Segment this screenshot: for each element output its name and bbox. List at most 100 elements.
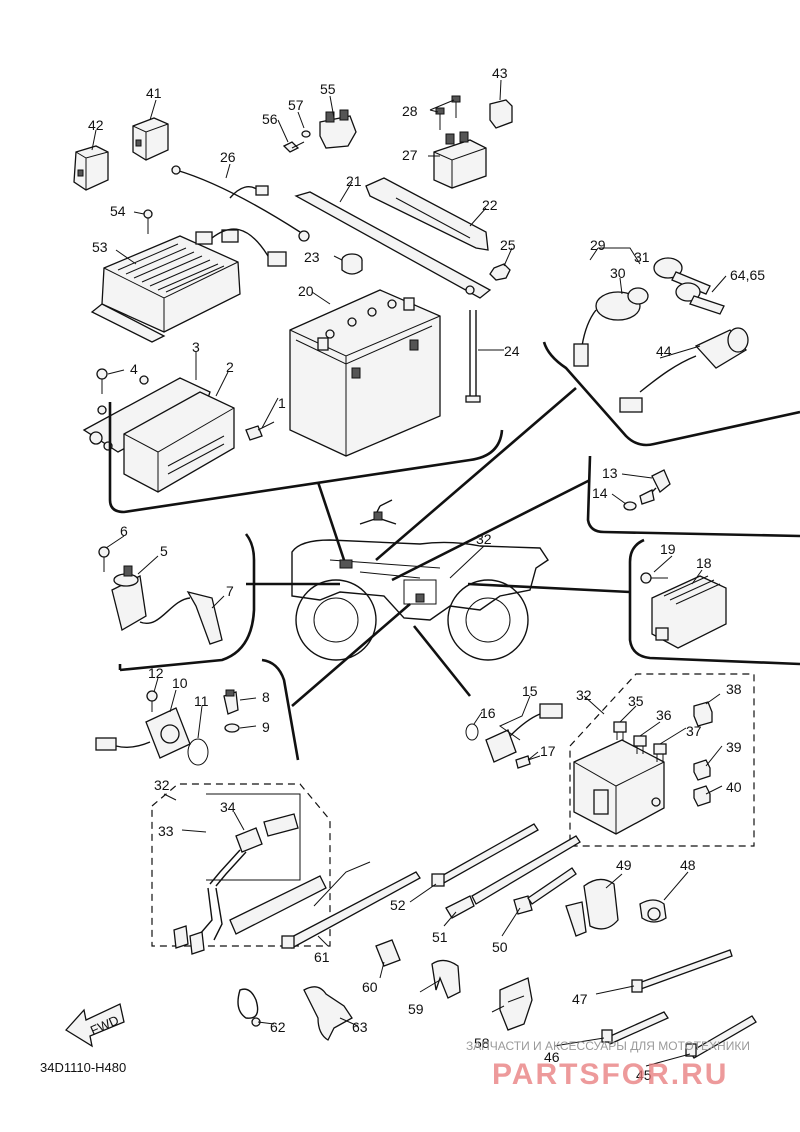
callout-50: 50 bbox=[492, 939, 508, 955]
atv-vehicle-outline bbox=[291, 499, 549, 661]
sensor-group-left-border bbox=[261, 658, 300, 761]
callout-20: 20 bbox=[298, 283, 314, 299]
relay-box-27-part bbox=[433, 131, 487, 189]
o-ring-11-part bbox=[187, 738, 209, 766]
bolt-24-part bbox=[465, 310, 481, 403]
callout-7: 7 bbox=[226, 583, 234, 599]
callout-19: 19 bbox=[660, 541, 676, 557]
callout-60: 60 bbox=[362, 979, 378, 995]
callout-37: 37 bbox=[686, 723, 702, 739]
relay-43-part bbox=[489, 99, 513, 129]
callout-30: 30 bbox=[610, 265, 626, 281]
watermark-logo: PARTSFOR.RU bbox=[492, 1058, 728, 1091]
regulator-18-part bbox=[651, 575, 727, 649]
sensor-8-part bbox=[223, 689, 239, 715]
screw-54-part bbox=[143, 209, 153, 234]
callout-3: 3 bbox=[192, 339, 200, 355]
cable-tie-61-part bbox=[281, 871, 421, 949]
callout-24: 24 bbox=[504, 343, 520, 359]
callout-45: 45 bbox=[636, 1067, 652, 1083]
callout-13: 13 bbox=[602, 465, 618, 481]
callout-57: 57 bbox=[288, 97, 304, 113]
callout-43: 43 bbox=[492, 65, 508, 81]
callout-59: 59 bbox=[408, 1001, 424, 1017]
callout-41: 41 bbox=[146, 85, 162, 101]
callout-6: 6 bbox=[120, 523, 128, 539]
callout-4: 4 bbox=[130, 361, 138, 377]
callout-34: 34 bbox=[220, 799, 236, 815]
callout-32-fusebox: 32 bbox=[576, 687, 592, 703]
callout-55: 55 bbox=[320, 81, 336, 97]
wire-lead-26-part bbox=[171, 165, 310, 242]
washer-9-part bbox=[224, 723, 240, 733]
callout-62: 62 bbox=[270, 1019, 286, 1035]
damper-23-part bbox=[341, 253, 363, 275]
main-switch-30-part bbox=[573, 287, 649, 367]
ecu-53-part bbox=[90, 228, 287, 343]
callout-14: 14 bbox=[592, 485, 608, 501]
fuse-39-part bbox=[693, 759, 711, 781]
callout-48: 48 bbox=[680, 857, 696, 873]
bolt-56-part bbox=[282, 141, 305, 153]
sensor-13-part bbox=[639, 469, 671, 505]
clamp-59-part bbox=[431, 959, 461, 999]
callout-31: 31 bbox=[634, 249, 650, 265]
callout-47: 47 bbox=[572, 991, 588, 1007]
sensor-10-part bbox=[95, 707, 191, 759]
callout-33: 33 bbox=[158, 823, 174, 839]
callout-32-atv: 32 bbox=[476, 531, 492, 547]
cdi-unit-2-part bbox=[123, 391, 235, 493]
clamp-48-part bbox=[639, 899, 667, 923]
callout-labels: 1 2 3 4 5 6 7 8 9 10 11 12 13 14 15 16 1… bbox=[88, 65, 765, 1083]
callout-9: 9 bbox=[262, 719, 270, 735]
callout-32-harness: 32 bbox=[154, 777, 170, 793]
callout-10: 10 bbox=[172, 675, 188, 691]
bolt-19-part bbox=[640, 572, 668, 584]
callout-29: 29 bbox=[590, 237, 606, 253]
callout-26: 26 bbox=[220, 149, 236, 165]
callout-27: 27 bbox=[402, 147, 418, 163]
callout-18: 18 bbox=[696, 555, 712, 571]
clip-62-part bbox=[237, 988, 261, 1027]
dc-jack-44-part bbox=[619, 327, 749, 413]
callout-21: 21 bbox=[346, 173, 362, 189]
callout-42: 42 bbox=[88, 117, 104, 133]
callout-23: 23 bbox=[304, 249, 320, 265]
bolt-17-part bbox=[515, 755, 541, 769]
sensor-group-border bbox=[586, 455, 800, 538]
ignition-coil-5-part bbox=[111, 565, 147, 631]
battery-20-part bbox=[289, 289, 441, 457]
callout-49: 49 bbox=[616, 857, 632, 873]
callout-2: 2 bbox=[226, 359, 234, 375]
battery-band-21-part bbox=[294, 191, 492, 299]
callout-58: 58 bbox=[474, 1035, 490, 1051]
nut-25-part bbox=[489, 263, 511, 281]
battery-band-22-part bbox=[365, 177, 489, 251]
callout-5: 5 bbox=[160, 543, 168, 559]
callout-53: 53 bbox=[92, 239, 108, 255]
clamp-63-part bbox=[303, 986, 353, 1041]
callout-64-65: 64,65 bbox=[730, 267, 765, 283]
washer-57-part bbox=[301, 130, 311, 138]
spark-plug-cap-7-part bbox=[139, 590, 223, 645]
band-47-part bbox=[631, 949, 733, 993]
callout-51: 51 bbox=[432, 929, 448, 945]
harness-dashed-box bbox=[151, 783, 331, 947]
callout-leaders bbox=[91, 79, 727, 1067]
callout-17: 17 bbox=[540, 743, 556, 759]
diagram-code: 34D1110-H480 bbox=[40, 1060, 126, 1075]
screw-12-part bbox=[146, 690, 158, 712]
callout-25: 25 bbox=[500, 237, 516, 253]
fuse-group-dashed-box bbox=[569, 673, 755, 847]
watermark-line1: ЗАПЧАСТИ И АКСЕССУАРЫ ДЛЯ МОТОТЕХНИКИ bbox=[466, 1039, 750, 1053]
coil-group-border bbox=[119, 533, 256, 672]
clamp-60-part bbox=[375, 939, 401, 967]
fuse-40-part bbox=[693, 785, 711, 807]
callout-46: 46 bbox=[544, 1049, 560, 1065]
harness-part bbox=[173, 875, 327, 955]
callout-8: 8 bbox=[262, 689, 270, 705]
callout-35: 35 bbox=[628, 693, 644, 709]
fuse-35-part bbox=[613, 721, 627, 740]
